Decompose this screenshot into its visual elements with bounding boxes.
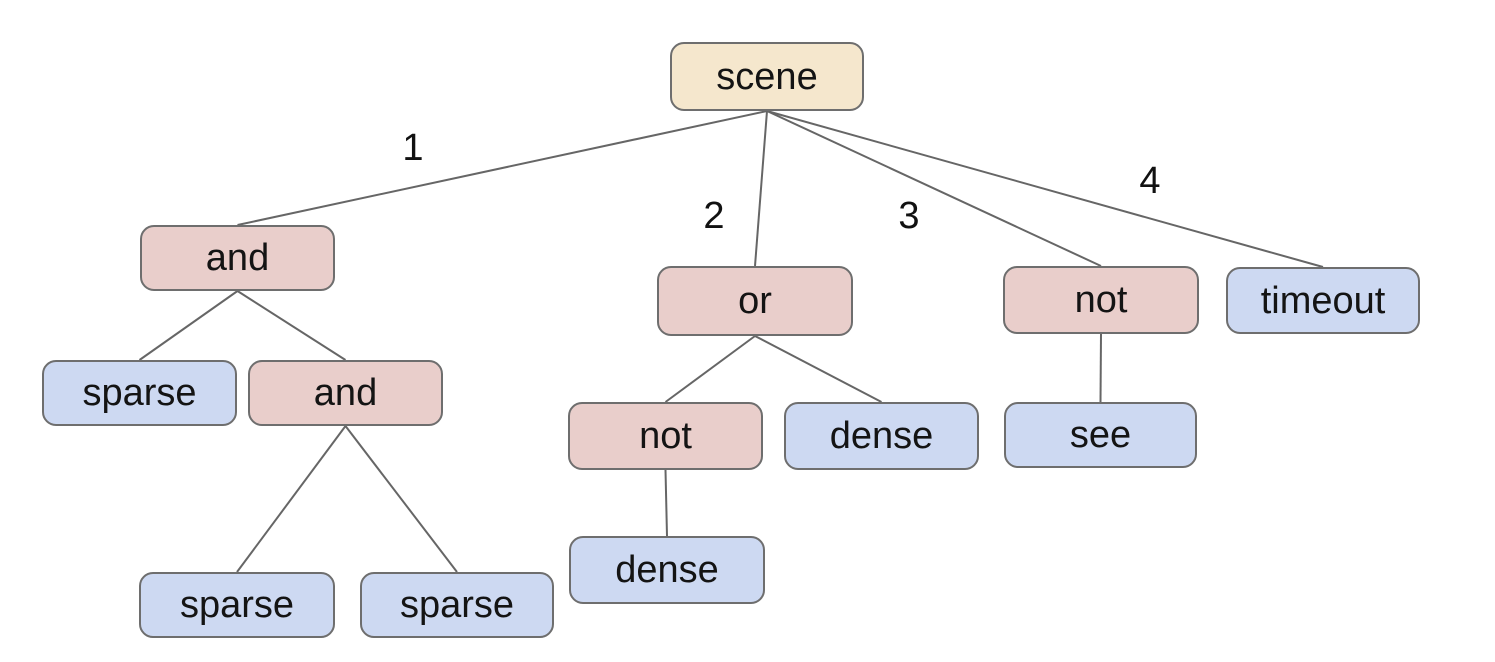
node-sparse3: sparse [360,572,554,638]
node-not_r: not [1003,266,1199,334]
node-scene: scene [670,42,864,111]
edge-or1-not_l [664,335,756,403]
edge-and2-sparse3 [344,425,458,573]
edge-scene-and1 [237,110,768,226]
node-label: dense [615,549,719,591]
node-label: timeout [1260,279,1386,322]
node-label: and [205,237,270,279]
edge-scene-or1 [754,110,768,267]
node-and2: and [248,360,443,426]
node-label: or [738,280,772,322]
edge-not_l-dense2 [664,469,668,537]
edge-and1-and2 [236,290,347,361]
node-sparse2: sparse [139,572,335,638]
node-label: see [1069,414,1132,456]
node-see: see [1004,402,1197,468]
edge-not_r-see [1099,333,1102,403]
edge-and1-sparse1 [138,290,239,361]
edge-label-1: 1 [402,127,424,169]
edge-label-2: 2 [703,195,725,237]
edge-scene-not_r [766,110,1102,267]
node-dense2: dense [569,536,765,604]
edge-label-3: 3 [898,195,920,237]
edge-scene-timeout [766,110,1324,268]
node-label: sparse [399,584,515,626]
node-timeout: timeout [1226,267,1420,334]
node-label: dense [829,415,934,457]
node-label: not [1074,279,1128,321]
node-label: scene [716,55,818,98]
edge-and2-sparse2 [236,425,347,573]
node-dense1: dense [784,402,979,470]
edge-label-4: 4 [1139,160,1161,202]
node-or1: or [657,266,853,336]
node-and1: and [140,225,335,291]
edge-or1-dense1 [754,335,882,403]
node-sparse1: sparse [42,360,237,426]
node-label: sparse [82,372,197,414]
node-not_l: not [568,402,763,470]
node-label: and [313,372,378,414]
node-label: not [639,415,692,457]
node-label: sparse [179,584,295,626]
